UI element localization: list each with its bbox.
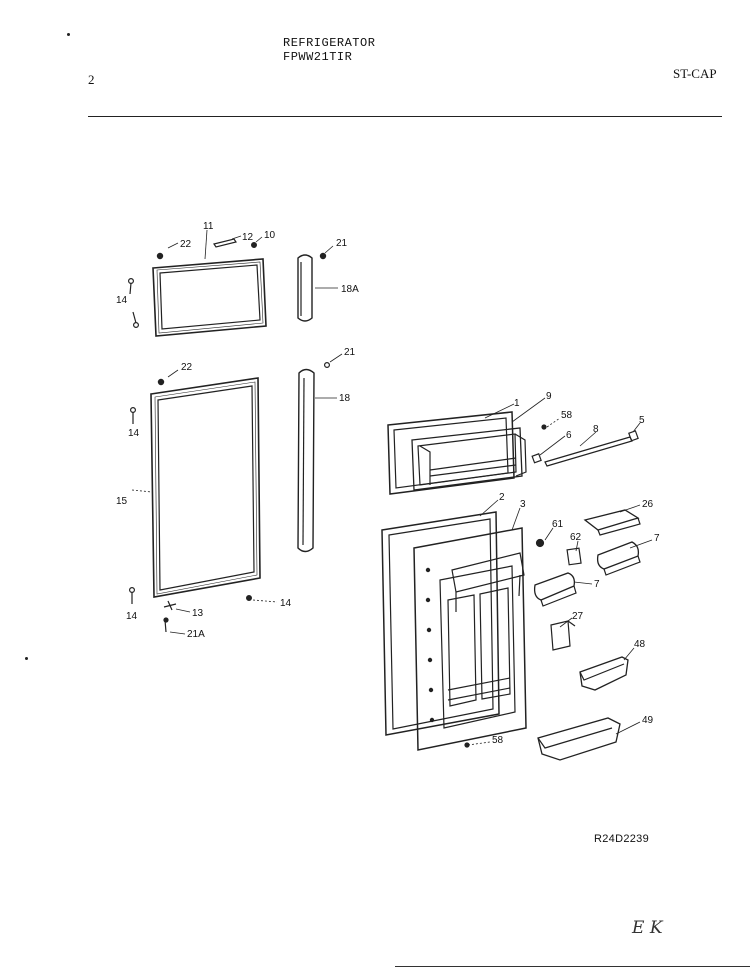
freezer-door-assembly: [387, 411, 527, 495]
page-title: REFRIGERATOR: [283, 36, 376, 50]
margin-dot: [25, 657, 28, 660]
callout-7: 7: [654, 533, 660, 544]
callout-11: 11: [203, 221, 214, 232]
callout-62: 62: [570, 532, 582, 543]
door-shelf-48: [579, 656, 629, 691]
callout-58: 58: [492, 735, 504, 746]
bracket-62: [566, 547, 582, 566]
callout-13: 13: [192, 608, 204, 619]
door-shelf-49: [537, 717, 621, 761]
dairy-bin-7-left: [533, 572, 577, 607]
section-code: ST-CAP: [673, 66, 717, 81]
leader-lines: [131, 229, 653, 746]
callout-49: 49: [642, 715, 654, 726]
callout-3: 3: [520, 499, 526, 510]
cover-27: [550, 620, 576, 651]
callout-6: 6: [566, 430, 572, 441]
page-number: 2: [88, 72, 95, 87]
callout-58: 58: [561, 410, 573, 421]
callout-10: 10: [264, 230, 276, 241]
callout-15: 15: [116, 496, 128, 507]
callout-22: 22: [180, 239, 192, 250]
header-rule: [88, 116, 722, 117]
callout-48: 48: [634, 639, 646, 650]
fresh-food-door: [381, 511, 500, 736]
mullion-18a: [297, 254, 313, 322]
margin-dot: [67, 33, 70, 36]
freezer-door-gasket: [152, 258, 267, 337]
callout-14: 14: [128, 428, 140, 439]
callout-2: 2: [499, 492, 505, 503]
callout-14: 14: [126, 611, 138, 622]
callout-21: 21: [344, 347, 356, 358]
callout-61: 61: [552, 519, 564, 530]
callout-12: 12: [242, 232, 254, 243]
callout-27: 27: [572, 611, 584, 622]
mullion-18: [297, 368, 315, 553]
bottom-rule: [395, 966, 750, 967]
model-number: FPWW21TIR: [283, 50, 353, 64]
fresh-food-door-gasket: [150, 377, 261, 598]
callout-1: 1: [514, 398, 520, 409]
small-hardware: [128, 238, 547, 748]
reference-code: R24D2239: [594, 833, 649, 845]
part-callouts: 22 11 12 10 21 18A 14 22 21 18 14 15 14 …: [116, 221, 660, 746]
dairy-bin-7-right: [596, 541, 641, 576]
callout-26: 26: [642, 499, 654, 510]
callout-21a: 21A: [187, 629, 205, 640]
callout-8: 8: [593, 424, 599, 435]
fresh-food-door-liner: [413, 527, 527, 751]
shelf-rail: [531, 430, 639, 467]
callout-9: 9: [546, 391, 552, 402]
callout-18: 18: [339, 393, 351, 404]
callout-14: 14: [116, 295, 128, 306]
callout-14: 14: [280, 598, 292, 609]
callout-7: 7: [594, 579, 600, 590]
dairy-door-26: [583, 509, 641, 536]
callout-22: 22: [181, 362, 193, 373]
callout-5: 5: [639, 415, 645, 426]
callout-18a: 18A: [341, 284, 359, 295]
handwritten-mark: E K: [632, 918, 663, 938]
callout-21: 21: [336, 238, 348, 249]
